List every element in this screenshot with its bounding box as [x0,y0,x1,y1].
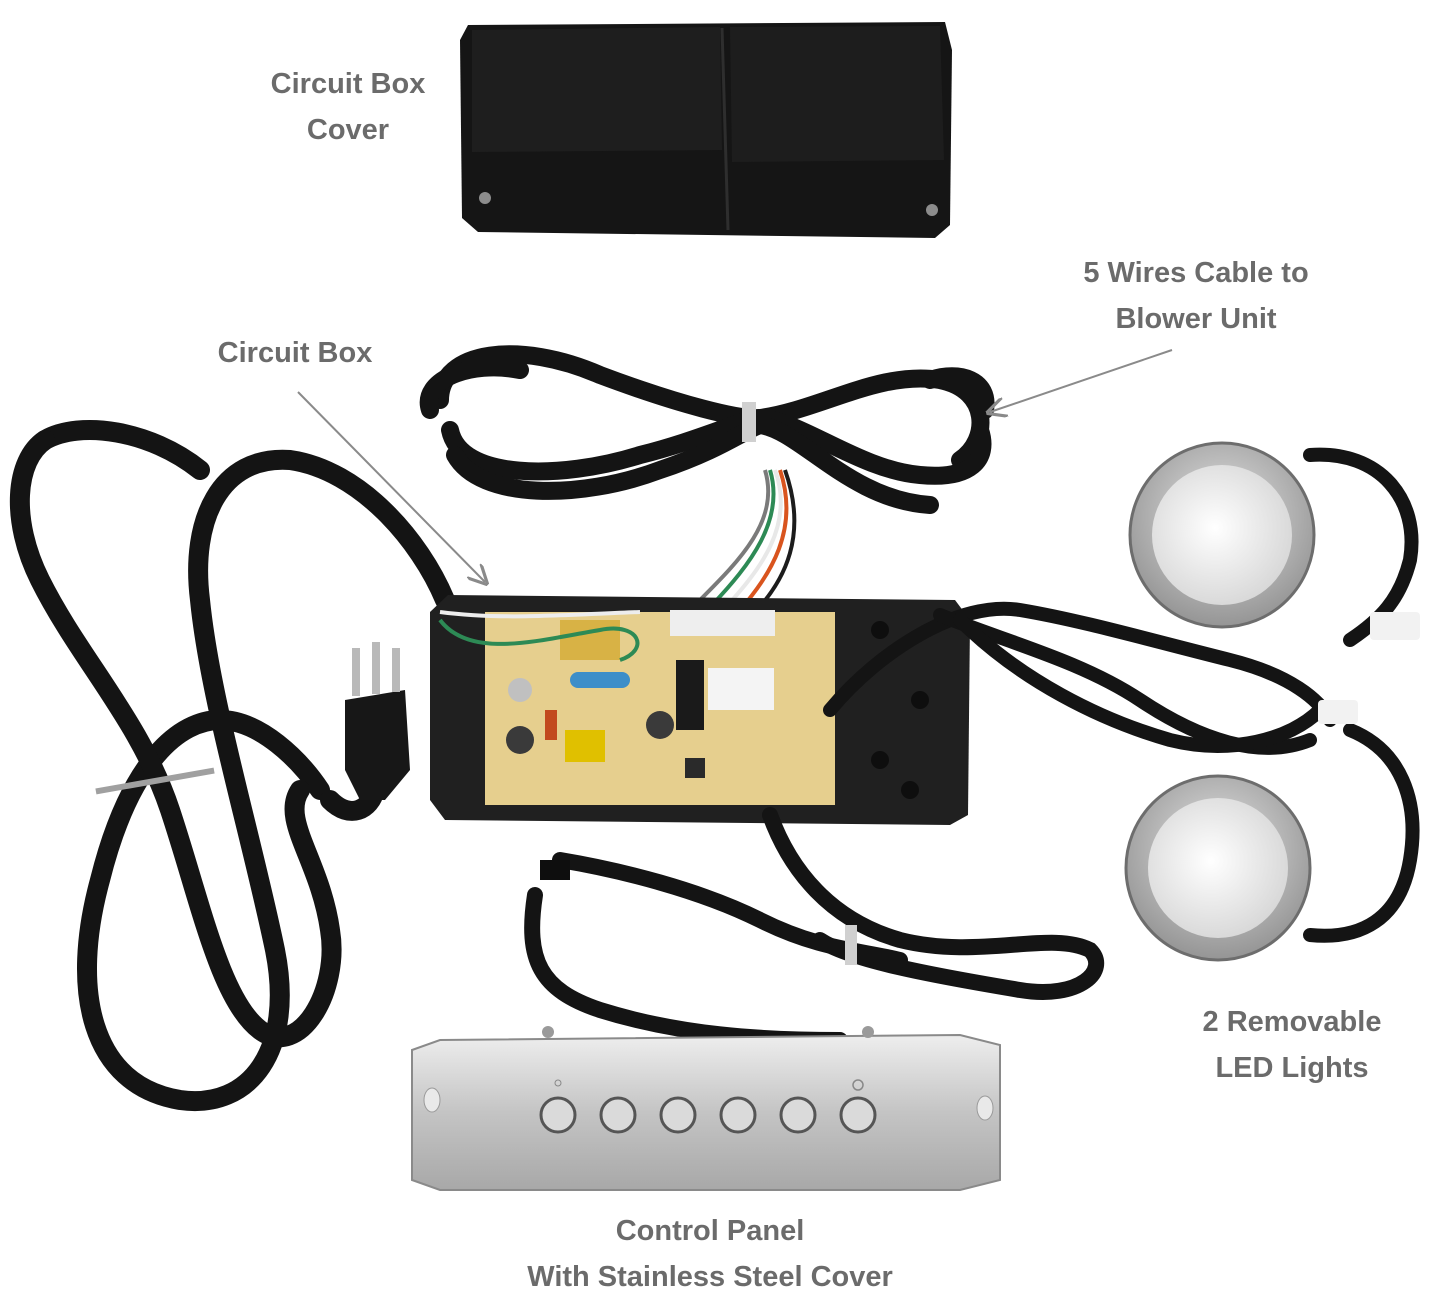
cable-tie [742,402,756,442]
blower-wires [698,469,797,614]
circuit-box [430,595,970,825]
blower-cable-arrow [990,349,1173,412]
circuit-box-cover-label: Circuit Box Cover [270,68,426,146]
connector [1318,700,1358,724]
power-cord [9,420,455,1112]
plug-icon [345,642,410,800]
light-button [539,1079,577,1134]
cable-tie [845,925,857,965]
connector [540,860,570,880]
speed-3-button [779,1096,817,1134]
blower-cable-bundle [419,345,995,514]
cord-tie [95,767,215,795]
control-panel-cable [524,807,1104,1048]
power-button [839,1079,877,1134]
control-panel-buttons [539,1079,877,1134]
led-light-top [1128,441,1316,629]
speed-2-button [719,1096,757,1134]
led-lights-label: 2 Removable LED Lights [1202,1006,1382,1084]
control-panel [411,1026,1001,1191]
control-panel-label: Control Panel With Stainless Steel Cover [527,1215,893,1292]
led-light-bottom [1124,774,1312,962]
circuit-box-label: Circuit Box [217,337,373,369]
wires-cable-label: 5 Wires Cable to Blower Unit [1083,257,1309,335]
circuit-box-arrow [297,391,485,582]
timer-button [599,1096,637,1134]
circuit-box-cover [460,22,952,238]
speed-1-button [659,1096,697,1134]
connector [1370,612,1420,640]
